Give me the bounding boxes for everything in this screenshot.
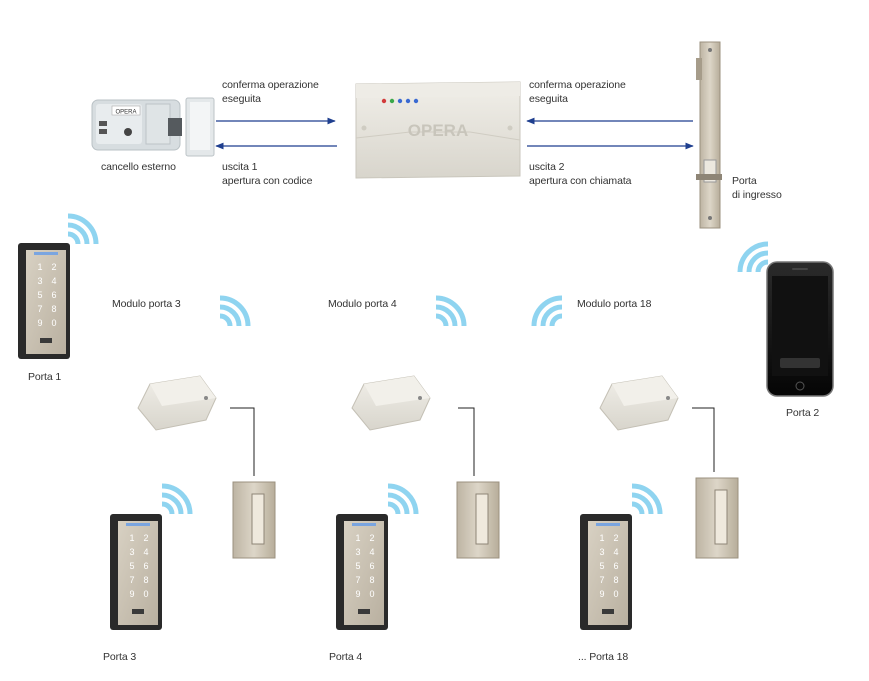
- keypad-key: 3: [129, 547, 134, 557]
- keypad-key: 1: [355, 533, 360, 543]
- door2-label: Porta 2: [786, 407, 820, 419]
- wifi-signal-icon: [67, 213, 99, 245]
- entry-door-line-2: di ingresso: [732, 189, 782, 202]
- keypad-key: 0: [51, 318, 56, 328]
- controller-unit: OPERA: [355, 81, 521, 179]
- keypad-porta-18: [580, 514, 632, 630]
- door4-label: Porta 4: [329, 651, 363, 663]
- keypad-key: 5: [599, 561, 604, 571]
- left-output-line-1: uscita 1: [222, 161, 258, 173]
- keypad-key: 7: [37, 304, 42, 314]
- keypad-key: 3: [355, 547, 360, 557]
- keypad-bell-button: [40, 338, 52, 343]
- electric-strike-porta-4: [456, 481, 500, 559]
- keypad-key: 0: [613, 589, 618, 599]
- keypad-bell-button: [602, 609, 614, 614]
- right-confirm-line-1: conferma operazione: [529, 79, 626, 91]
- wifi-signal-icon: [387, 483, 419, 515]
- gate-lock-device: OPERA: [91, 97, 215, 157]
- keypad-key: 3: [37, 276, 42, 286]
- controller-logo: OPERA: [408, 121, 468, 140]
- keypad-key: 6: [613, 561, 618, 571]
- keypad-key: 1: [599, 533, 604, 543]
- right-output-line-1: uscita 2: [529, 161, 565, 173]
- signal-arrows: [215, 117, 694, 150]
- keypad-key: 2: [51, 262, 56, 272]
- keypad-key: 5: [355, 561, 360, 571]
- keypad-key: 8: [613, 575, 618, 585]
- keypad-key: 0: [369, 589, 374, 599]
- left-confirm-line-2: eseguita: [222, 93, 261, 106]
- keypad-key: 9: [355, 589, 360, 599]
- keypad-key: 6: [143, 561, 148, 571]
- left-confirm-label: conferma operazione eseguita: [222, 78, 319, 106]
- door1-label: Porta 1: [28, 371, 62, 383]
- keypad-key: 2: [369, 533, 374, 543]
- right-output-label: uscita 2 apertura con chiamata: [529, 160, 631, 188]
- wifi-signal-icon: [161, 483, 193, 515]
- keypad-key: 5: [129, 561, 134, 571]
- wifi-signal-icon: [531, 295, 563, 327]
- keypad-key: 1: [129, 533, 134, 543]
- keypad-key: 4: [613, 547, 618, 557]
- keypad-key: 2: [613, 533, 618, 543]
- gate-label: cancello esterno: [101, 161, 176, 173]
- left-confirm-line-1: conferma operazione: [222, 79, 319, 91]
- keypad-key: 6: [369, 561, 374, 571]
- entry-door-lock: [696, 41, 722, 229]
- door3-label: Porta 3: [103, 651, 137, 663]
- wifi-signal-icon: [435, 295, 467, 327]
- keypad-key: 4: [51, 276, 56, 286]
- keypad-key: 9: [37, 318, 42, 328]
- keypad-key: 2: [143, 533, 148, 543]
- keypad-porta-3: [110, 514, 162, 630]
- wiring: [230, 407, 715, 476]
- keypad-key: 7: [129, 575, 134, 585]
- keypad-porta-1: [18, 243, 70, 359]
- keypad-key: 6: [51, 290, 56, 300]
- left-output-label: uscita 1 apertura con codice: [222, 160, 312, 188]
- module-porta-4: [351, 375, 431, 431]
- wifi-signal-icon: [219, 295, 251, 327]
- wifi-signal-icon: [737, 241, 769, 273]
- keypad-key: 7: [599, 575, 604, 585]
- entry-door-line-1: Porta: [732, 175, 757, 187]
- keypad-key: 8: [143, 575, 148, 585]
- module3-label: Modulo porta 3: [112, 298, 181, 310]
- left-output-line-2: apertura con codice: [222, 175, 313, 188]
- keypad-key: 3: [599, 547, 604, 557]
- right-confirm-line-2: eseguita: [529, 93, 568, 106]
- keypad-porta-4: [336, 514, 388, 630]
- keypad-key: 8: [51, 304, 56, 314]
- keypad-key: 9: [129, 589, 134, 599]
- wifi-signal-icon: [631, 483, 663, 515]
- electric-strike-porta-3: [232, 481, 276, 559]
- module-porta-3: [137, 375, 217, 431]
- keypad-key: 4: [369, 547, 374, 557]
- keypad-key: 7: [355, 575, 360, 585]
- electric-strike-porta-18: [695, 477, 739, 559]
- smartphone: [766, 261, 834, 397]
- keypad-key: 8: [369, 575, 374, 585]
- right-confirm-label: conferma operazione eseguita: [529, 78, 626, 106]
- module18-label: Modulo porta 18: [577, 298, 652, 310]
- keypad-key: 0: [143, 589, 148, 599]
- gate-lock-logo: OPERA: [115, 110, 136, 116]
- keypad-key: 9: [599, 589, 604, 599]
- keypad-key: 1: [37, 262, 42, 272]
- module-porta-18: [599, 375, 679, 431]
- keypad-bell-button: [132, 609, 144, 614]
- keypad-key: 5: [37, 290, 42, 300]
- entry-door-label: Porta di ingresso: [732, 174, 782, 202]
- module4-label: Modulo porta 4: [328, 298, 397, 310]
- keypad-key: 4: [143, 547, 148, 557]
- keypad-bell-button: [358, 609, 370, 614]
- door18-label: ... Porta 18: [578, 651, 629, 663]
- right-output-line-2: apertura con chiamata: [529, 175, 632, 188]
